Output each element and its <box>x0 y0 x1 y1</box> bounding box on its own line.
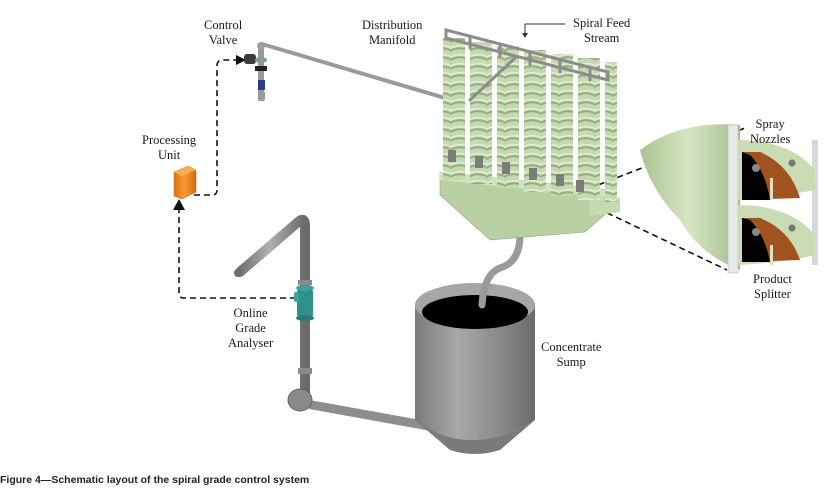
label-spray-nozzles: Spray Nozzles <box>750 117 791 146</box>
spiral-grade-control-schematic <box>173 23 818 454</box>
signal-analyser-to-processor <box>178 208 296 299</box>
spray-nozzle-icon <box>788 159 796 167</box>
zoom-line-bottom <box>579 199 728 271</box>
processing-unit <box>173 165 197 200</box>
concentrate-sump <box>415 283 535 454</box>
control-valve <box>244 42 267 101</box>
arrowhead-processor <box>173 199 185 210</box>
label-online-grade-analyser: Online Grade Analyser <box>228 306 274 350</box>
spray-nozzle-icon <box>788 224 796 232</box>
detail-inset <box>640 124 818 274</box>
signal-processor-to-valve <box>194 59 236 196</box>
label-product-splitter: Product Splitter <box>753 272 792 301</box>
online-grade-analyser <box>294 285 314 321</box>
pump-icon <box>287 388 313 412</box>
feed-stream-pointer <box>524 23 565 34</box>
spiral-columns <box>443 38 617 202</box>
pump-pipework <box>234 214 445 433</box>
figure-caption: Figure 4—Schematic layout of the spiral … <box>0 474 310 486</box>
label-processing-unit: Processing Unit <box>142 133 197 162</box>
drain-pipe <box>478 231 524 309</box>
label-concentrate-sump: Concentrate Sump <box>541 340 602 369</box>
label-control-valve: Control Valve <box>204 18 243 47</box>
arrowhead-valve <box>236 55 246 65</box>
label-distribution-manifold: Distribution Manifold <box>362 18 423 47</box>
distribution-manifold <box>444 28 610 102</box>
spray-nozzle-icon <box>752 164 760 172</box>
feed-pipe <box>260 42 447 100</box>
label-spiral-feed-stream: Spiral Feed Stream <box>573 16 631 45</box>
control-signal-lines <box>178 59 746 299</box>
spray-nozzle-icon <box>752 228 760 236</box>
